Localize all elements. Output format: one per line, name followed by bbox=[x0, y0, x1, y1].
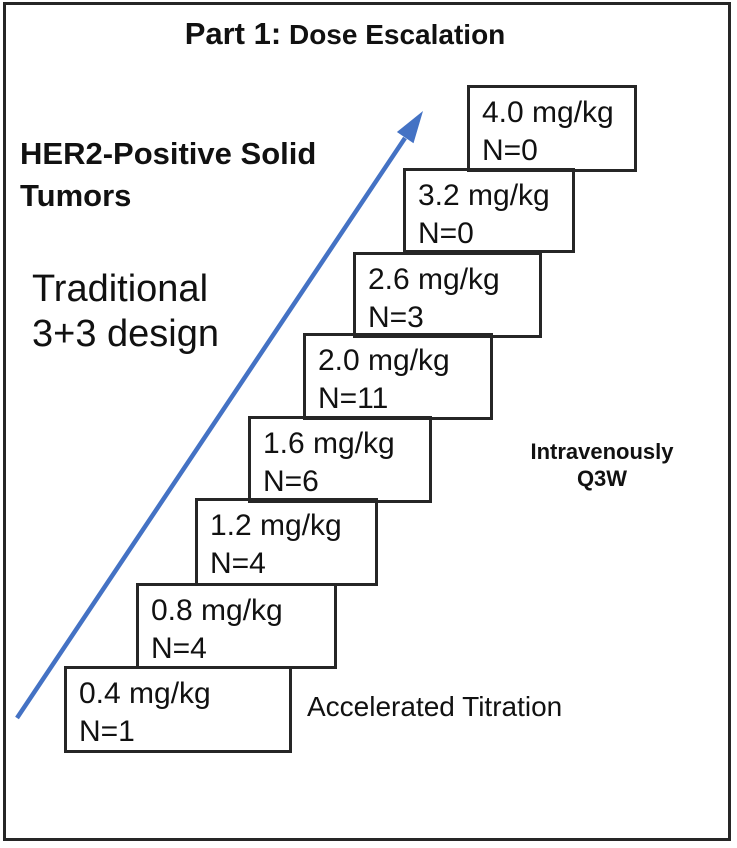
page-title: Part 1: Dose Escalation bbox=[0, 16, 690, 52]
n-label: N=0 bbox=[418, 217, 474, 250]
dose-label: 2.6 mg/kg bbox=[368, 263, 500, 296]
dose-label: 1.6 mg/kg bbox=[263, 427, 395, 460]
dose-box-1-6: 1.6 mg/kg N=6 bbox=[248, 416, 432, 503]
n-label: N=6 bbox=[263, 465, 319, 498]
n-label: N=4 bbox=[210, 547, 266, 580]
n-label: N=3 bbox=[368, 301, 424, 334]
dose-label: 2.0 mg/kg bbox=[318, 344, 450, 377]
dose-box-2-0: 2.0 mg/kg N=11 bbox=[303, 333, 493, 420]
n-label: N=4 bbox=[151, 632, 207, 665]
dose-label: 0.4 mg/kg bbox=[79, 677, 211, 710]
route-label: Intravenously Q3W bbox=[530, 439, 674, 491]
design-label: Traditional 3+3 design bbox=[32, 268, 219, 355]
dose-box-0-8: 0.8 mg/kg N=4 bbox=[136, 583, 337, 669]
dose-box-0-4: 0.4 mg/kg N=1 bbox=[64, 666, 292, 753]
dose-label: 3.2 mg/kg bbox=[418, 179, 550, 212]
titration-label: Accelerated Titration bbox=[307, 691, 563, 722]
n-label: N=1 bbox=[79, 715, 135, 748]
population-label: HER2-Positive Solid Tumors bbox=[20, 136, 317, 213]
page-title-part: Part 1: bbox=[184, 16, 282, 51]
n-label: N=11 bbox=[318, 382, 389, 415]
dose-box-2-6: 2.6 mg/kg N=3 bbox=[353, 252, 542, 338]
dose-label: 1.2 mg/kg bbox=[210, 509, 342, 542]
dose-box-3-2: 3.2 mg/kg N=0 bbox=[403, 168, 575, 253]
dose-label: 0.8 mg/kg bbox=[151, 594, 283, 627]
n-label: N=0 bbox=[482, 134, 538, 167]
dose-box-1-2: 1.2 mg/kg N=4 bbox=[195, 498, 378, 586]
dose-label: 4.0 mg/kg bbox=[482, 96, 614, 129]
dose-box-4-0: 4.0 mg/kg N=0 bbox=[467, 85, 637, 172]
outer-frame bbox=[3, 2, 731, 841]
page-title-rest: Dose Escalation bbox=[281, 19, 506, 50]
